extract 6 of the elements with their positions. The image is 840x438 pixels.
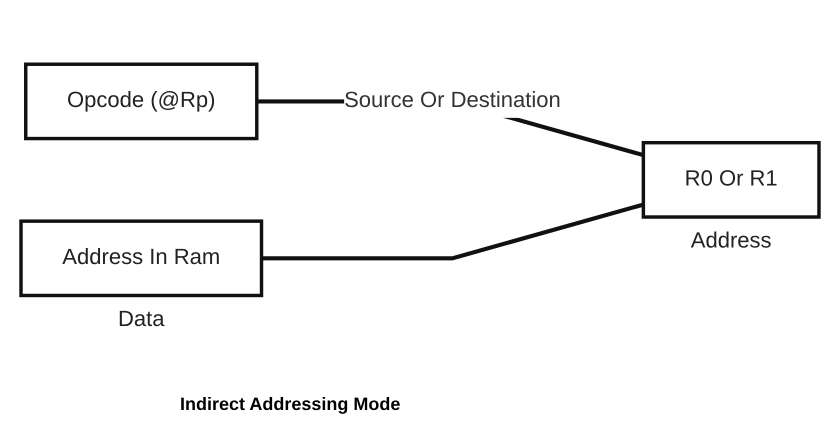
node-caption: Data [118, 306, 165, 331]
process-box: Address In Ram [19, 219, 264, 298]
process-box: Opcode (@Rp) [24, 62, 258, 140]
process-box: R0 Or R1 [642, 140, 821, 219]
caption: Indirect Addressing Mode [180, 394, 400, 415]
node-caption: Address [690, 227, 772, 252]
